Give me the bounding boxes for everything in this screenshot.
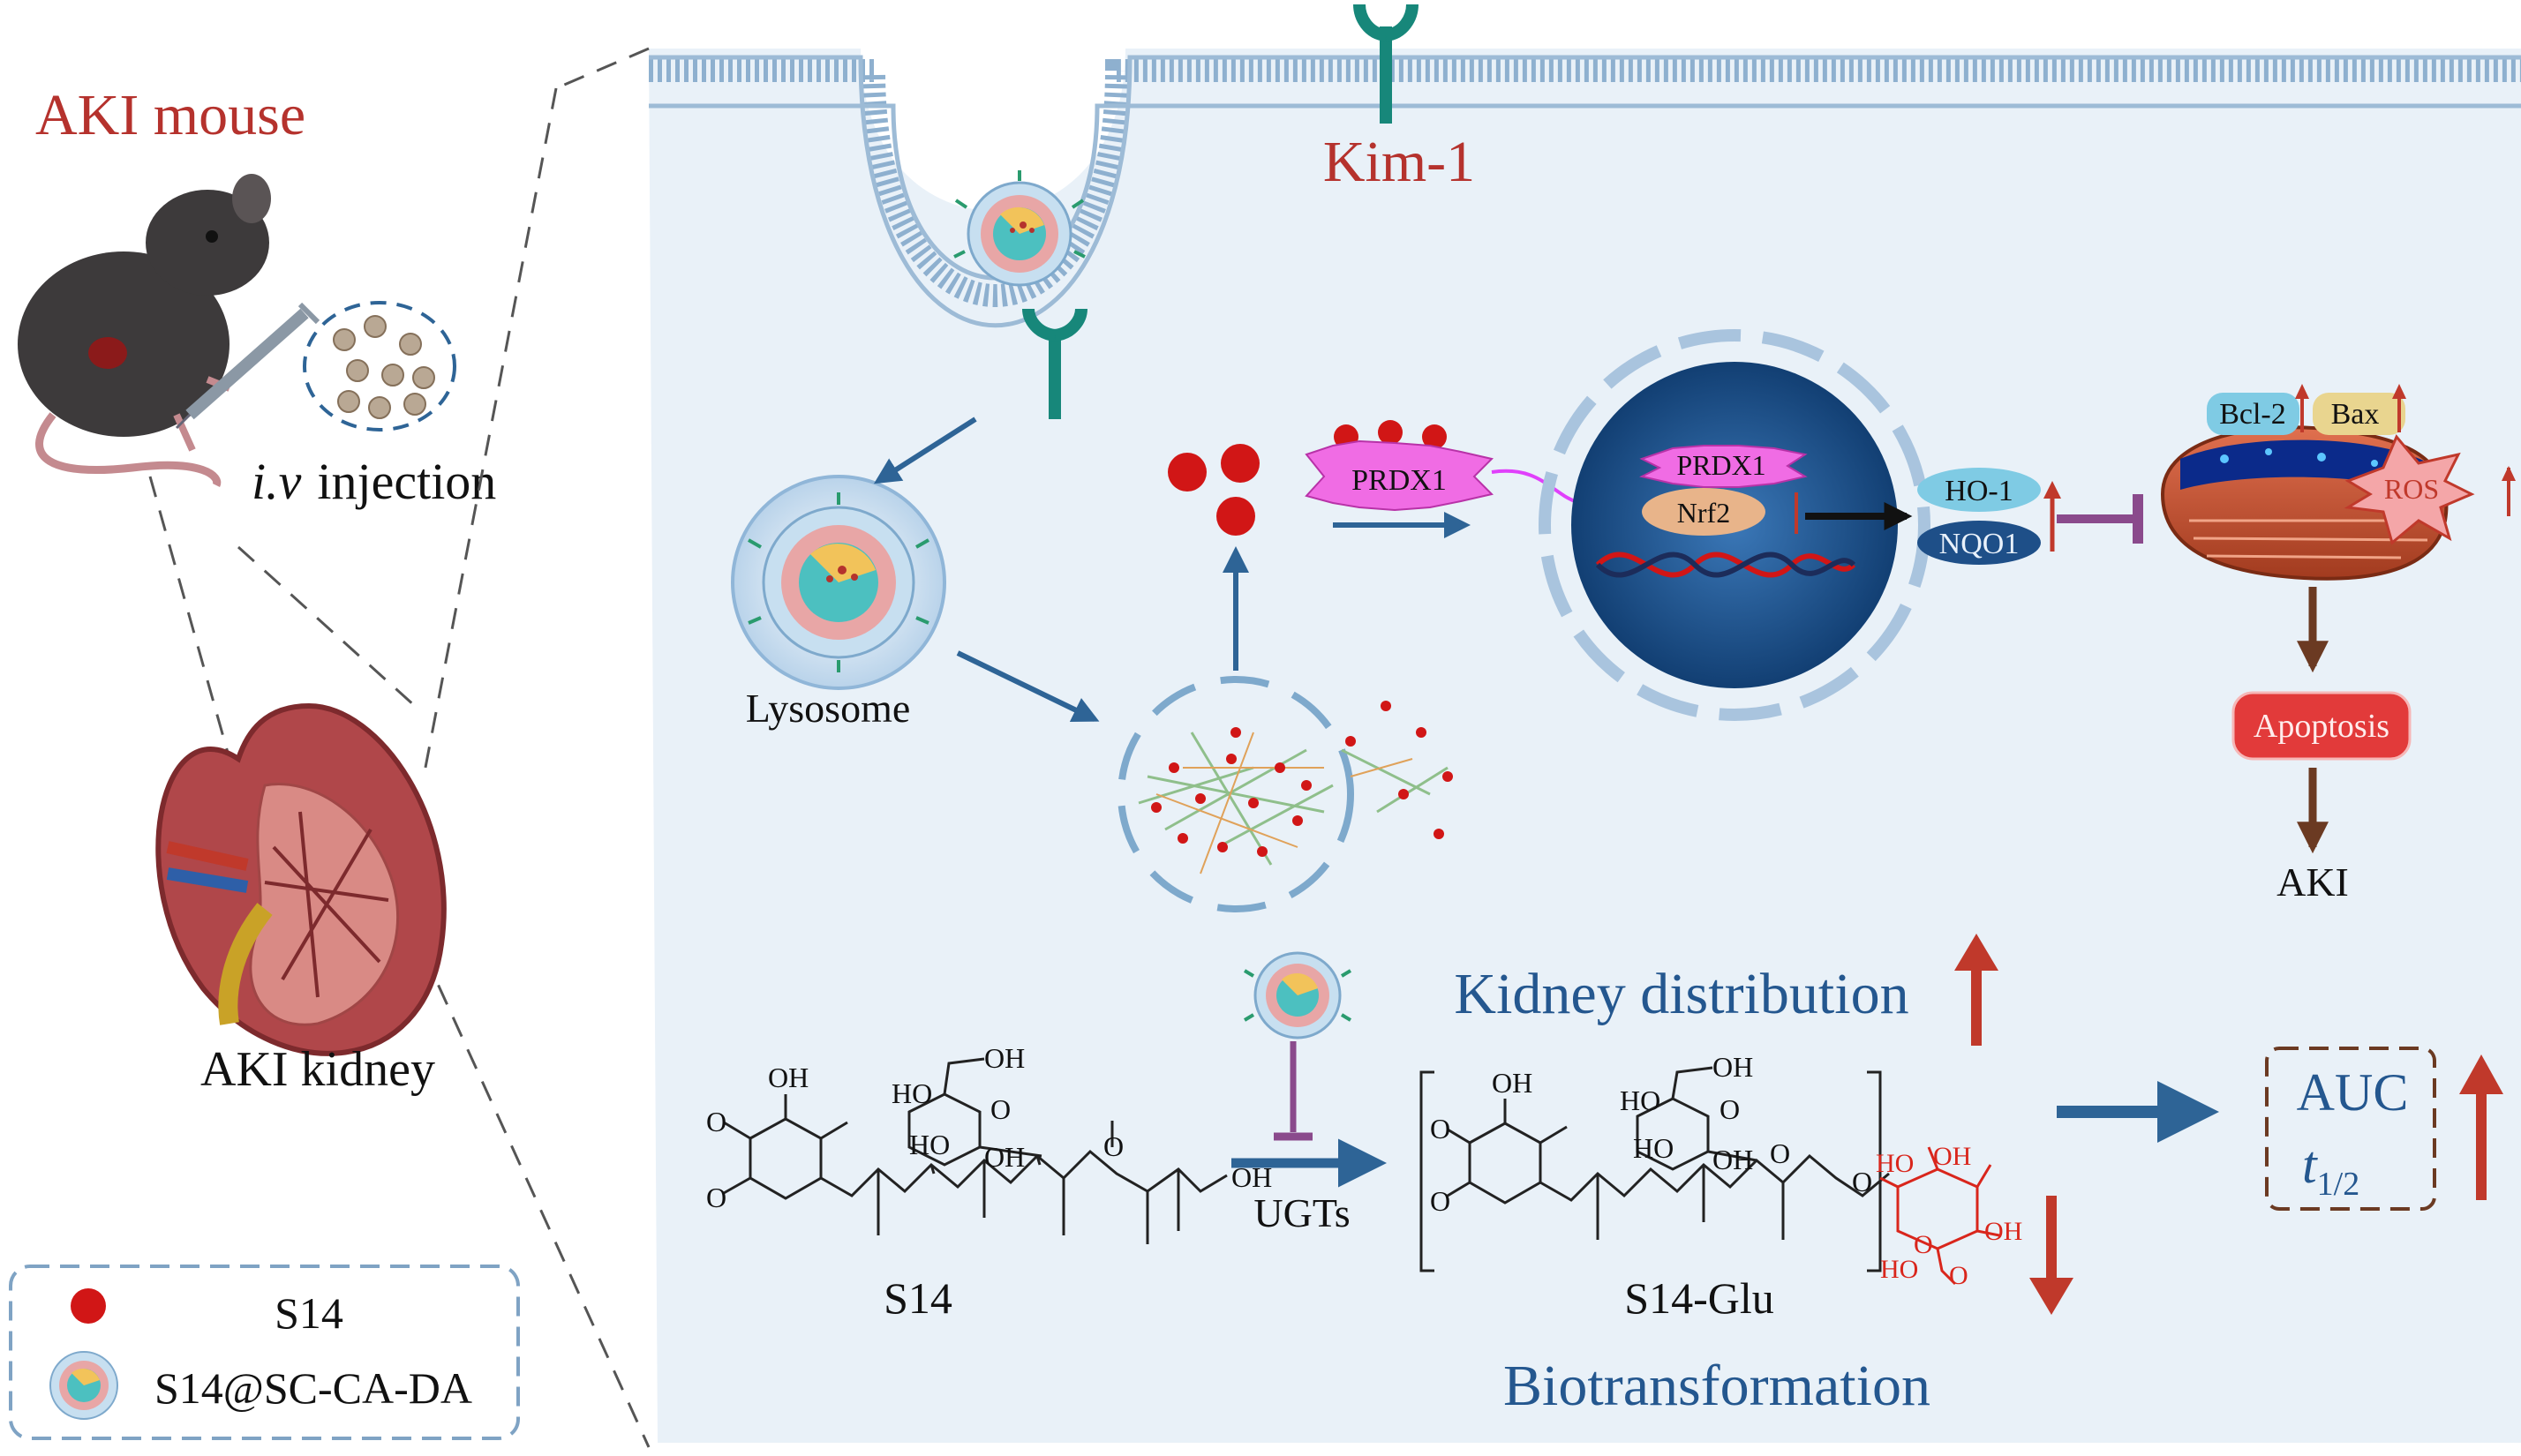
s14-atoms: OH HO HO OH OH O O O O OH	[706, 1042, 1272, 1213]
svg-text:OH: OH	[1231, 1161, 1272, 1193]
kim1-label: Kim-1	[1323, 130, 1475, 194]
glucuronide-group	[1879, 1146, 2000, 1286]
svg-text:OH: OH	[1984, 1217, 2022, 1246]
s14-glu-atoms: OH HO HO OH OH O O O O O	[1430, 1051, 1872, 1217]
svg-text:HO: HO	[1880, 1255, 1918, 1284]
svg-text:Apoptosis: Apoptosis	[2254, 708, 2389, 745]
nanoparticle-icon	[49, 1351, 118, 1420]
cell-membrane	[649, 59, 2521, 307]
svg-text:HO: HO	[1620, 1084, 1660, 1116]
syringe-icon	[175, 302, 320, 430]
pk-parameters-box: AUC t1/2	[2265, 1047, 2436, 1211]
s14-glu-structure	[1419, 1066, 1890, 1272]
svg-text:HO: HO	[1633, 1132, 1674, 1164]
svg-text:Bax: Bax	[2331, 398, 2380, 431]
nucleus: PRDX1 Nrf2	[1539, 329, 1930, 721]
dna-helix	[1595, 552, 1856, 578]
cell-panel	[649, 49, 2521, 1443]
ros-burst: ROS	[2344, 434, 2516, 545]
legend-box: S14 S14@SC-CA-DA	[9, 1265, 520, 1440]
svg-text:O: O	[1914, 1230, 1933, 1259]
kidney-illustration	[155, 702, 447, 1056]
svg-text:O: O	[1430, 1185, 1450, 1217]
svg-text:HO-1: HO-1	[1945, 475, 2013, 507]
lysosome-label: Lysosome	[746, 686, 911, 731]
svg-text:AUC: AUC	[2297, 1063, 2409, 1122]
kidney-distribution-up-arrow	[1954, 934, 1998, 1046]
aki-outcome-label: AKI	[2276, 859, 2349, 904]
svg-text:O: O	[990, 1093, 1011, 1125]
prdx1-protein: PRDX1	[1305, 420, 1494, 512]
svg-text:OH: OH	[1933, 1142, 1971, 1171]
red-dot-icon	[71, 1288, 106, 1324]
svg-text:O: O	[706, 1182, 726, 1213]
svg-text:O: O	[1949, 1261, 1968, 1290]
svg-text:O: O	[706, 1106, 726, 1137]
svg-text:Bcl-2: Bcl-2	[2219, 398, 2286, 431]
s14-label: S14	[884, 1273, 952, 1323]
svg-text:HO: HO	[892, 1077, 932, 1109]
s14-glu-label: S14-Glu	[1624, 1273, 1773, 1323]
svg-text:PRDX1: PRDX1	[1351, 464, 1447, 497]
bax-badge: Bax	[2313, 384, 2406, 435]
svg-text:O: O	[1430, 1113, 1450, 1145]
bcl2-badge: Bcl-2	[2207, 384, 2309, 435]
svg-text:O: O	[1852, 1166, 1872, 1197]
svg-text:O: O	[1720, 1093, 1740, 1125]
aki-kidney-label: AKI kidney	[200, 1042, 435, 1097]
svg-text:NQO1: NQO1	[1939, 528, 2020, 560]
zoom-lines	[148, 47, 651, 1448]
nanoparticle-endocytosis	[953, 170, 1086, 287]
svg-text:OH: OH	[1712, 1051, 1753, 1083]
svg-text:OH: OH	[1712, 1144, 1753, 1175]
svg-text:Nrf2: Nrf2	[1677, 497, 1730, 529]
injected-particles	[303, 301, 456, 432]
svg-text:O: O	[1770, 1137, 1790, 1169]
kidney-distribution-label: Kidney distribution	[1454, 962, 1908, 1026]
glucuronide-atoms: HO OH OH HO O O	[1876, 1142, 2022, 1290]
svg-text:OH: OH	[984, 1042, 1025, 1074]
svg-text:HO: HO	[1876, 1149, 1914, 1178]
svg-text:OH: OH	[1492, 1067, 1532, 1099]
ugts-label: UGTs	[1253, 1190, 1350, 1235]
mouse-illustration	[18, 174, 271, 488]
kim1-receptor-bottom	[1022, 308, 1087, 419]
biotransformation-down-arrow	[2029, 1196, 2073, 1315]
svg-text:PRDX1: PRDX1	[1676, 449, 1765, 481]
nanoparticle-inhibitor	[1243, 951, 1352, 1039]
svg-text:O: O	[1103, 1130, 1124, 1162]
released-s14-dots	[1168, 444, 1260, 536]
svg-text:ROS: ROS	[2384, 473, 2439, 505]
svg-text:t1/2: t1/2	[2302, 1136, 2359, 1203]
kim1-receptor-top	[1353, 4, 1419, 124]
biotransformation-label: Biotransformation	[1503, 1354, 1930, 1418]
aki-mouse-title: AKI mouse	[35, 83, 305, 147]
legend-s14-label: S14	[275, 1288, 343, 1338]
pk-up-arrow	[2459, 1054, 2503, 1200]
apoptosis-box: Apoptosis	[2231, 691, 2412, 761]
svg-text:OH: OH	[984, 1141, 1025, 1173]
s14-structure	[723, 1057, 1228, 1244]
svg-text:HO: HO	[909, 1129, 950, 1160]
svg-text:OH: OH	[768, 1062, 809, 1093]
lysosome	[731, 475, 946, 690]
ho1-nqo1-targets: HO-1 NQO1	[1917, 468, 2061, 565]
legend-nanoparticle-label: S14@SC-CA-DA	[154, 1363, 472, 1413]
degraded-nanoparticle	[1118, 676, 1453, 912]
